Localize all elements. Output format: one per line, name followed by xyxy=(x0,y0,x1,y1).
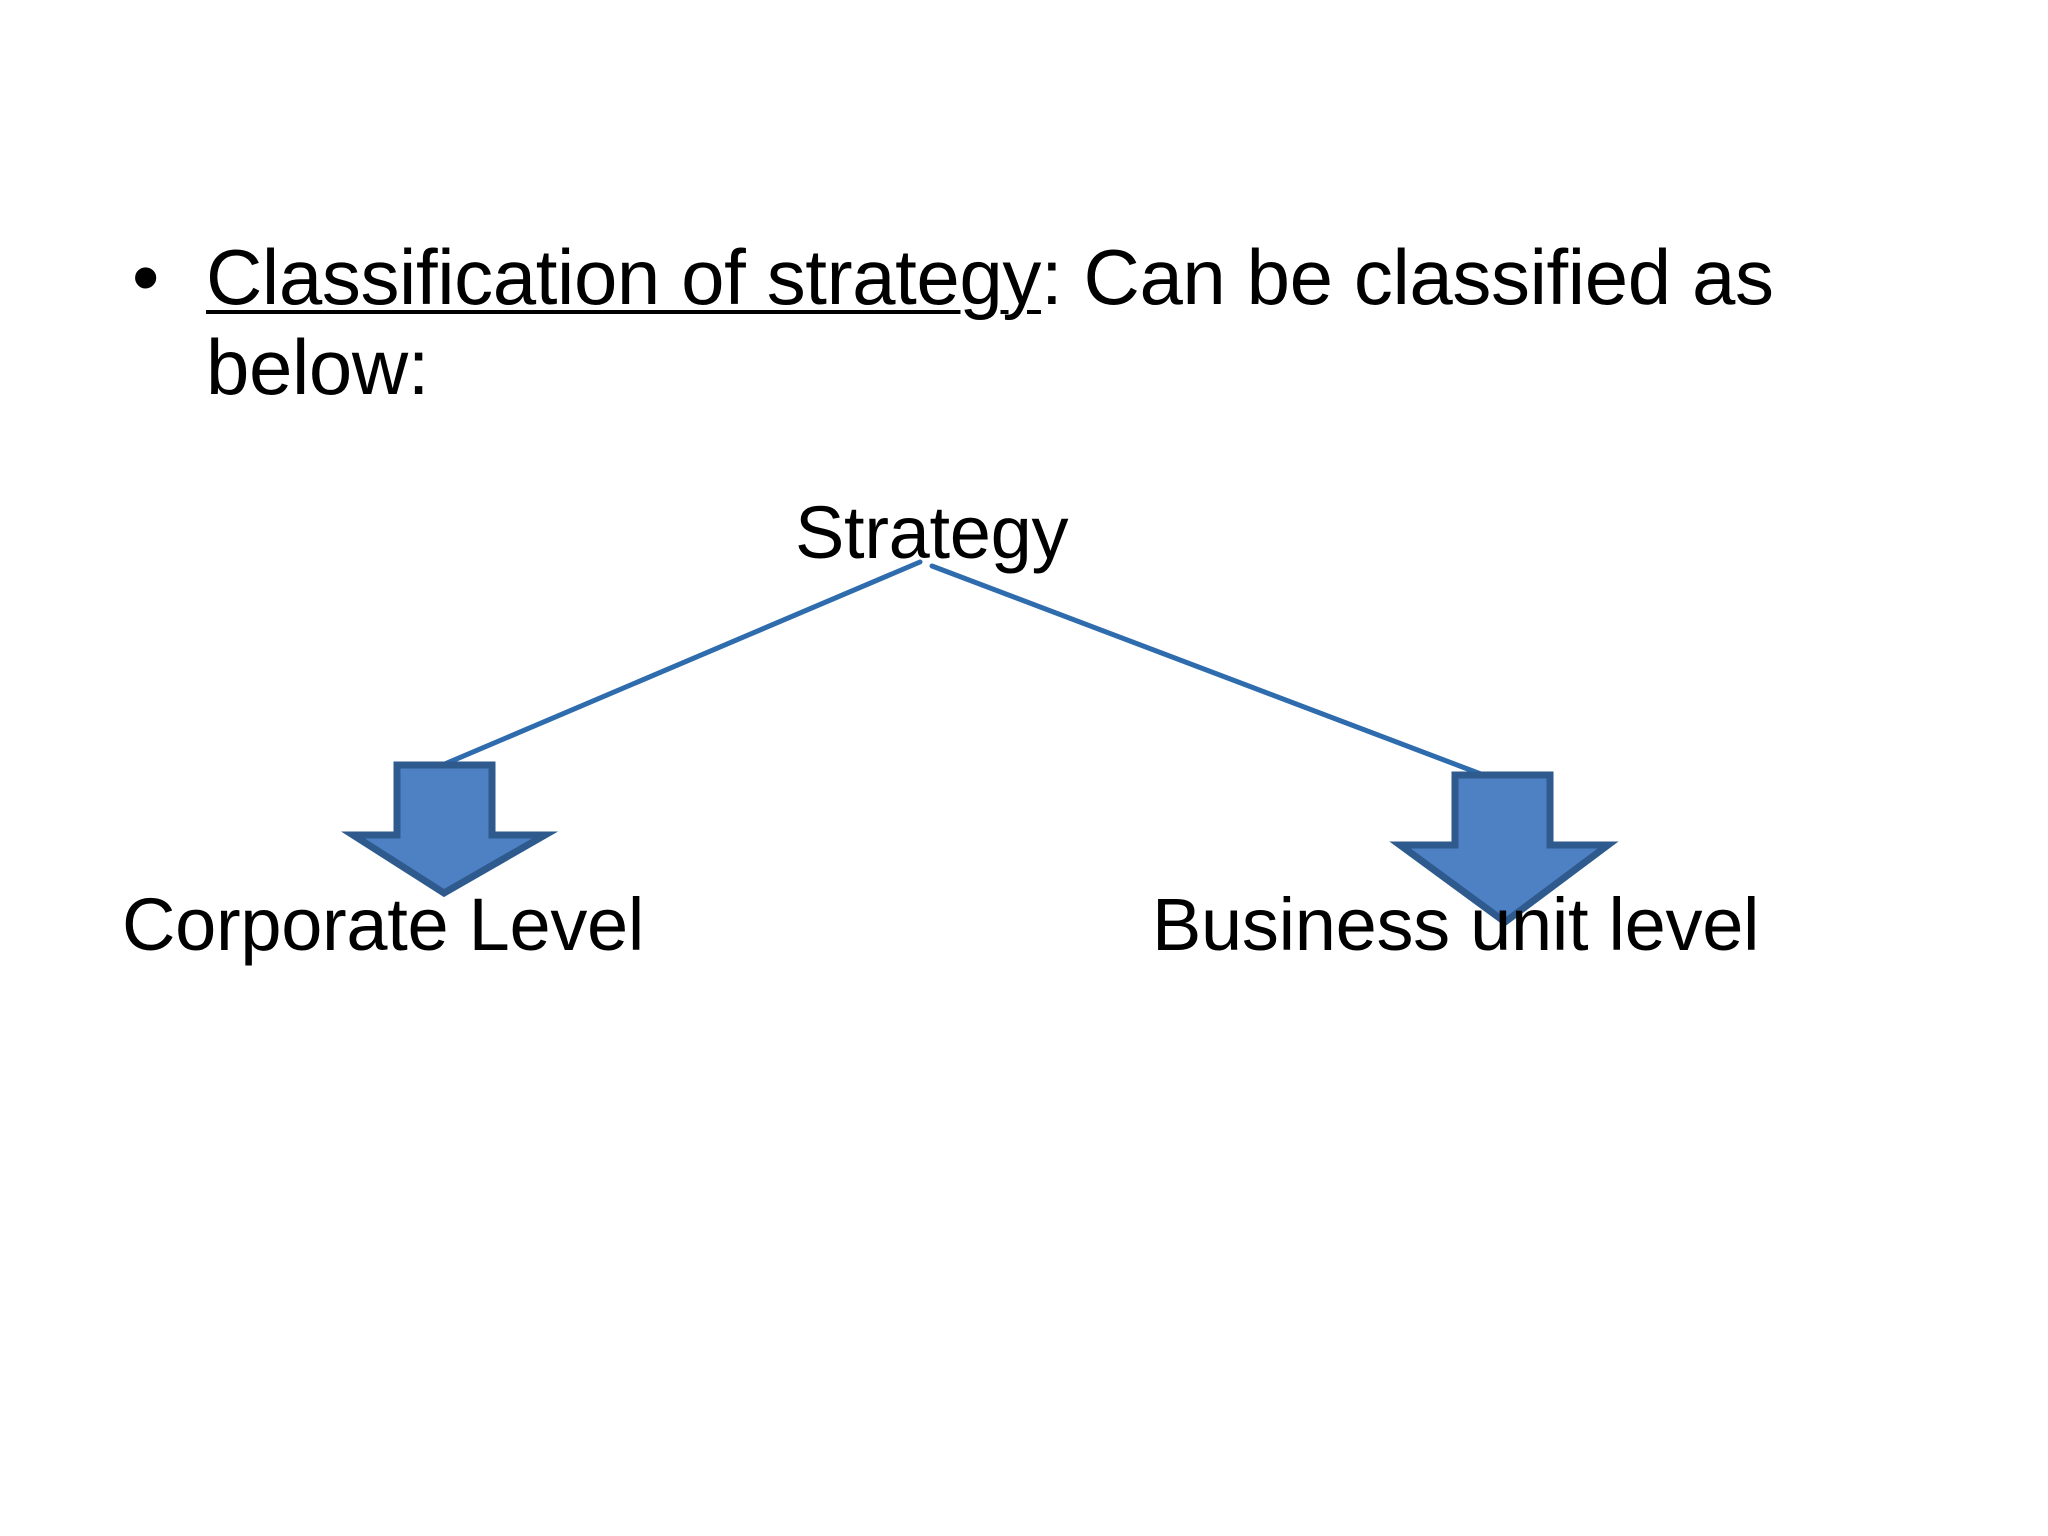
diagram-node-corporate-level: Corporate Level xyxy=(122,883,645,966)
connector-line-left xyxy=(437,559,923,769)
bullet-text-rest: : Can be classified as below: xyxy=(206,233,1774,412)
diagram-node-strategy: Strategy xyxy=(795,491,1069,574)
down-arrow-icon-right xyxy=(1389,771,1619,927)
bullet-marker-icon: • xyxy=(132,233,160,321)
down-arrow-icon-left xyxy=(340,761,559,898)
bullet-paragraph: • Classification of strategy: Can be cla… xyxy=(118,232,1938,413)
bullet-list-item: • Classification of strategy: Can be cla… xyxy=(118,232,1938,413)
bullet-text: Classification of strategy: Can be class… xyxy=(206,233,1774,411)
diagram-node-business-unit-level: Business unit level xyxy=(1152,883,1760,966)
connector-line-right xyxy=(929,563,1505,785)
bullet-text-underlined: Classification of strategy xyxy=(206,233,1041,321)
